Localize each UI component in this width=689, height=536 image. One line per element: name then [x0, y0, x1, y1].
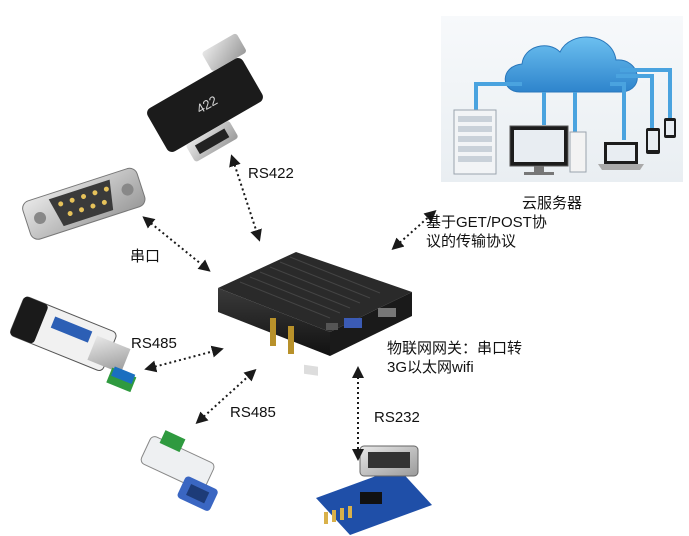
rs485-terminal-converter: [140, 430, 218, 511]
link-rs485-b: [195, 368, 257, 425]
rs232-board-device: [316, 445, 432, 535]
label-serial: 串口: [130, 248, 161, 265]
label-gateway-line1: 物联网网关：串口转: [387, 340, 523, 357]
server-rack-icon: [453, 109, 497, 175]
db9-serial-connector: [22, 167, 146, 240]
label-protocol-line2: 议的传输协议: [426, 233, 517, 250]
monitor-icon: [509, 125, 569, 175]
rs422-adapter-device: 422: [147, 33, 263, 162]
laptop-icon: [598, 142, 644, 170]
link-rs485-a: [144, 345, 224, 373]
tablet-icon: [646, 128, 660, 154]
label-rs232: RS232: [374, 409, 420, 426]
link-rs422: [229, 154, 262, 242]
link-cloud: [391, 210, 437, 250]
rs485-converter-device: [10, 296, 137, 393]
cloud-links: [474, 68, 672, 140]
label-rs485-a: RS485: [131, 335, 177, 352]
desktop-tower-icon: [569, 131, 587, 173]
phone-icon: [664, 118, 676, 138]
label-rs485-b: RS485: [230, 404, 276, 421]
label-gateway-line2: 3G以太网wifi: [387, 359, 474, 376]
label-cloud-server: 云服务器: [522, 195, 583, 212]
label-rs422: RS422: [248, 165, 294, 182]
iot-gateway-device: [218, 252, 412, 376]
connection-links: [142, 154, 437, 461]
label-protocol-line1: 基于GET/POST协: [426, 214, 547, 231]
